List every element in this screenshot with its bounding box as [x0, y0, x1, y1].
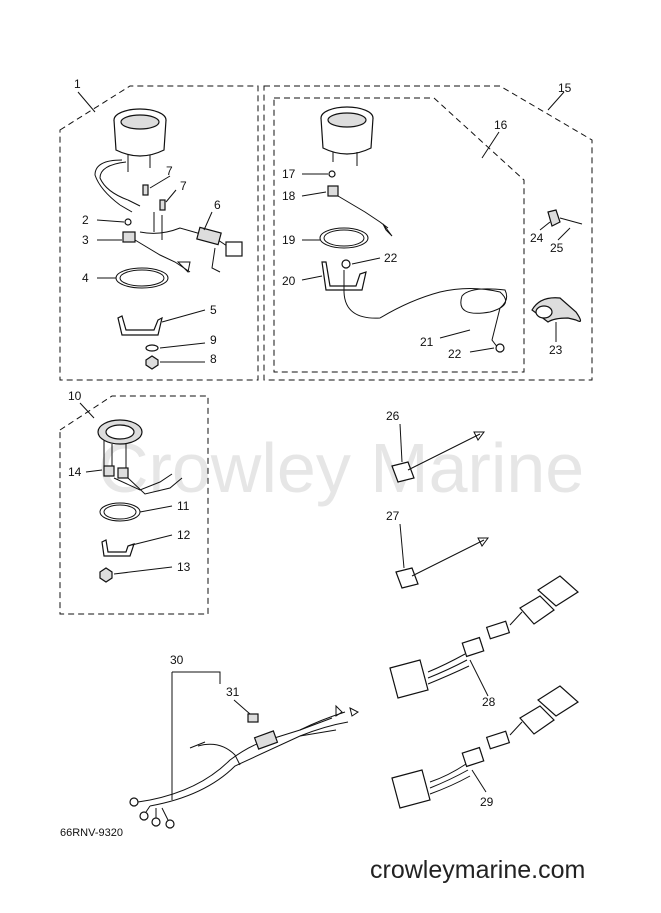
callout-13: 13 — [177, 560, 191, 574]
callout-2: 2 — [82, 213, 89, 227]
gauge-16 — [320, 106, 374, 166]
callout-23: 23 — [549, 343, 563, 357]
clip-22b — [495, 343, 505, 353]
callout-30: 30 — [170, 653, 184, 667]
harness-6 — [139, 212, 243, 273]
diagram-code: 66RNV-9320 — [60, 827, 123, 839]
callout-15: 15 — [558, 81, 572, 95]
callout-16: 16 — [494, 118, 508, 132]
cap-31 — [247, 713, 259, 723]
callout-8: 8 — [210, 352, 217, 366]
callout-5: 5 — [210, 303, 217, 317]
callout-7b: 7 — [180, 179, 187, 193]
callout-10: 10 — [68, 389, 82, 403]
callout-1: 1 — [74, 77, 81, 91]
connector-27 — [395, 537, 489, 589]
connector-26 — [391, 431, 485, 483]
harness-30 — [129, 704, 359, 829]
callout-12: 12 — [177, 528, 191, 542]
pin-7a — [142, 184, 149, 196]
o-ring-19 — [319, 227, 369, 249]
nut-13 — [99, 567, 113, 583]
connector-23 — [531, 297, 582, 323]
callout-3: 3 — [82, 233, 89, 247]
washer-9 — [145, 344, 159, 352]
watermark: Crowley Marine — [98, 429, 584, 507]
gauge-10 — [97, 419, 143, 470]
callout-14: 14 — [68, 465, 82, 479]
group-10-box — [59, 395, 209, 615]
screw-25 — [559, 217, 583, 225]
harness-28 — [389, 575, 579, 699]
callout-22b: 22 — [448, 347, 462, 361]
harness-29 — [391, 685, 579, 809]
callout-20: 20 — [282, 274, 296, 288]
callout-4: 4 — [82, 271, 89, 285]
callout-17: 17 — [282, 167, 296, 181]
terminals-14 — [103, 465, 183, 495]
o-ring-4 — [115, 267, 169, 289]
terminal-3 — [122, 231, 191, 274]
bracket-24 — [547, 209, 561, 227]
clip-22a — [341, 259, 351, 269]
bracket-5 — [117, 315, 163, 336]
callout-28: 28 — [482, 695, 496, 709]
pin-7b — [159, 199, 166, 211]
callout-19: 19 — [282, 233, 296, 247]
callout-21: 21 — [420, 335, 434, 349]
callout-9: 9 — [210, 333, 217, 347]
group-1-box — [59, 85, 259, 381]
group-15-box — [263, 85, 593, 381]
callout-31: 31 — [226, 685, 240, 699]
group-16-box — [273, 97, 525, 373]
nut-8 — [145, 355, 159, 370]
bracket-12 — [101, 539, 135, 557]
washer-17 — [328, 170, 336, 178]
sensor-line-21 — [343, 288, 508, 349]
terminal-18 — [327, 185, 393, 237]
callout-25: 25 — [550, 241, 564, 255]
callout-6: 6 — [214, 198, 221, 212]
callout-18: 18 — [282, 189, 296, 203]
site-url[interactable]: crowleymarine.com — [370, 856, 585, 884]
callout-11: 11 — [177, 499, 190, 513]
nut-2 — [124, 218, 132, 226]
callout-22a: 22 — [384, 251, 398, 265]
callout-29: 29 — [480, 795, 494, 809]
callout-24: 24 — [530, 231, 544, 245]
gauge-1 — [94, 108, 167, 213]
callout-27: 27 — [386, 509, 400, 523]
callout-7a: 7 — [166, 164, 173, 178]
bracket-20 — [321, 261, 367, 291]
callout-26: 26 — [386, 409, 400, 423]
